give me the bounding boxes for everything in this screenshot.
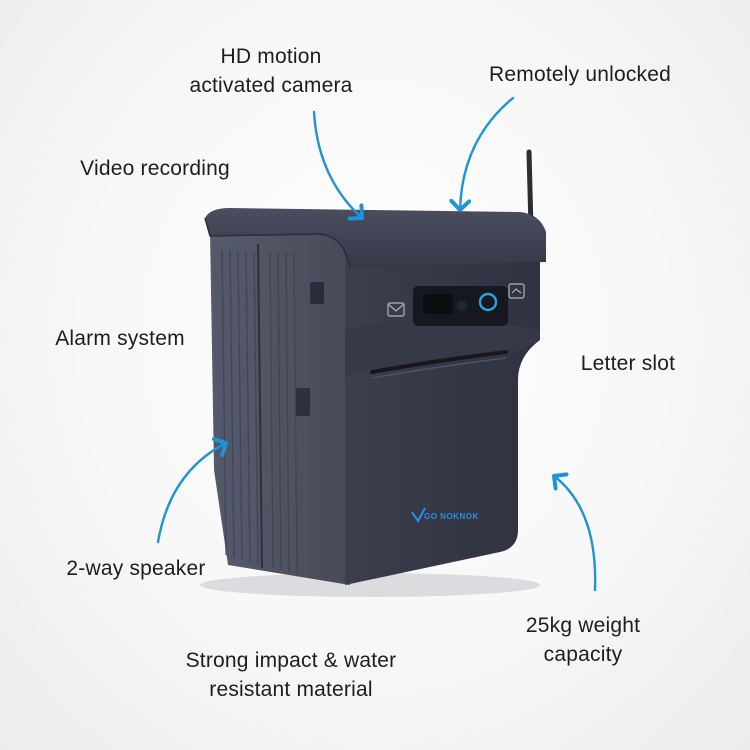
- label-alarm-system: Alarm system: [55, 327, 185, 350]
- label-weight-capacity-line2: capacity: [543, 643, 623, 666]
- label-two-way-speaker: 2-way speaker: [66, 557, 206, 580]
- label-weight-capacity: 25kg weight capacity: [498, 611, 668, 669]
- front-body: [345, 258, 540, 585]
- arrow-remotely-unlocked: [460, 96, 515, 210]
- svg-text:GO NOKNOK: GO NOKNOK: [424, 512, 479, 521]
- label-hd-camera-line1: HD motion: [220, 45, 322, 68]
- letter-slot: [370, 350, 508, 374]
- parcel-icon: [508, 283, 525, 299]
- label-letter-slot: Letter slot: [580, 352, 676, 375]
- label-material-line2: resistant material: [209, 678, 373, 701]
- lid: [204, 208, 546, 269]
- brand-logo: GO NOKNOK: [411, 507, 479, 523]
- arrow-hd-camera: [312, 110, 362, 218]
- label-remotely-unlocked: Remotely unlocked: [489, 63, 671, 86]
- side-panel: [210, 232, 350, 585]
- label-weight-capacity-line1: 25kg weight: [525, 614, 641, 637]
- arrow-two-way-speaker: [156, 443, 226, 544]
- label-material: Strong impact & water resistant material: [160, 646, 422, 704]
- mail-icon: [387, 302, 405, 317]
- floor-shadow: [200, 573, 540, 597]
- label-hd-camera: HD motion activated camera: [160, 42, 382, 100]
- camera-module: [413, 286, 508, 326]
- label-hd-camera-line2: activated camera: [189, 74, 353, 97]
- label-material-line1: Strong impact & water: [185, 649, 397, 672]
- label-video-recording: Video recording: [80, 157, 230, 180]
- arrow-weight-capacity: [554, 476, 597, 592]
